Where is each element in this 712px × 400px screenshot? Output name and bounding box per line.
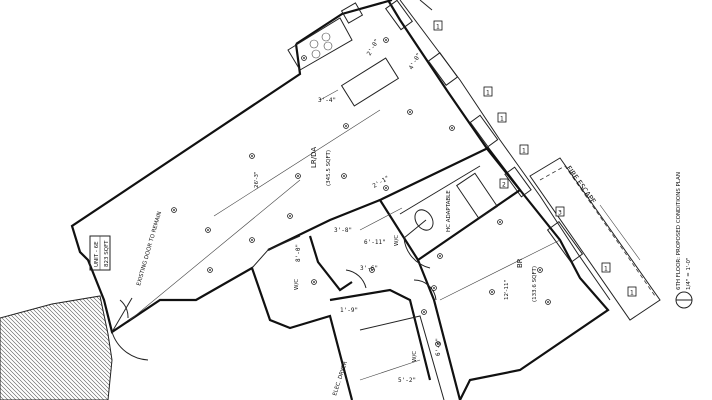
room-br-area: (133.6 SQFT)	[532, 266, 538, 302]
room-wc2-name: W/C	[294, 279, 300, 290]
unit-box: UNIT - 6E 823 SQFT	[89, 235, 111, 271]
dimension-labels: 2'-0" 4'-0" 3'-4" 3'-8" 6'-11" 2'-1" 1'-…	[295, 38, 442, 384]
light-fixture-dot	[385, 39, 387, 41]
light-fixture-dot	[499, 221, 501, 223]
door-swings	[111, 219, 437, 361]
window-tag-box	[483, 86, 493, 97]
window-tag-label: 1	[436, 24, 440, 31]
light-fixture-dot	[297, 175, 299, 177]
fire-escape	[529, 157, 661, 321]
room-wc3-name: W/C	[412, 351, 418, 362]
window-tag-box	[627, 286, 637, 297]
light-fixture-dot	[539, 269, 541, 271]
dim-label: 2'-0"	[366, 38, 381, 57]
window-tag-label: 2	[502, 182, 506, 189]
light-fixture-dot	[251, 239, 253, 241]
window-tag-box	[519, 144, 529, 155]
room-lrda-dim: 26'-3"	[254, 171, 260, 188]
dim-label: 3'-8"	[334, 227, 352, 234]
window-tag-label: 1	[500, 116, 504, 123]
light-fixture-dot	[451, 127, 453, 129]
kitchen-island	[340, 57, 400, 107]
light-fixture-dot	[385, 187, 387, 189]
light-fixture-dot	[433, 287, 435, 289]
dim-label: 3'-4"	[318, 97, 336, 104]
room-wc1-name: W/C	[394, 235, 400, 246]
outer-wall	[70, 0, 610, 400]
kitchen-counter	[287, 2, 364, 71]
window-tag-label: 1	[604, 266, 608, 273]
facade-wall	[399, 0, 611, 301]
light-fixture-dot	[439, 255, 441, 257]
light-fixture-dot	[209, 269, 211, 271]
title-block: 6TH FLOOR: PROPOSED CONDITIONS PLAN 1/4"…	[675, 172, 693, 309]
window-tag-box	[497, 112, 507, 123]
light-fixture-dot	[491, 291, 493, 293]
light-fixture-dot	[207, 229, 209, 231]
window-tag-label: 1	[522, 148, 526, 155]
unit-area: 823 SQFT	[104, 240, 110, 267]
unit-number: UNIT - 6E	[94, 241, 100, 267]
dim-label: 4'-0"	[408, 52, 423, 71]
light-fixture-dot	[251, 155, 253, 157]
light-fixture-dot	[343, 175, 345, 177]
light-fixture-dot	[303, 57, 305, 59]
fire-escape-label: FIRE ESCAPE	[564, 164, 597, 205]
window-tag-label: 3	[558, 210, 562, 217]
dim-label: 8'-0"	[295, 244, 302, 262]
bathroom-walls	[378, 146, 522, 262]
interior-partitions	[251, 198, 462, 400]
light-fixture-dot	[409, 111, 411, 113]
window-tags: 1 1 1 1 2 3 1 1	[433, 20, 637, 297]
room-lrda-name: LR/DA	[310, 147, 318, 168]
dim-label: 6'-3"	[435, 338, 442, 356]
light-fixture-dot	[423, 311, 425, 313]
facade-windows	[384, 0, 584, 263]
north-tick	[419, 0, 433, 11]
light-fixture-dot	[313, 281, 315, 283]
dim-label: 1'-9"	[340, 307, 358, 314]
dim-label: 6'-11"	[364, 239, 386, 246]
light-fixture-dot	[547, 301, 549, 303]
dim-label: 3'-6"	[360, 265, 378, 272]
window-tag-box	[499, 178, 509, 189]
light-fixture-dot	[345, 125, 347, 127]
window-tag-box	[555, 206, 565, 217]
room-br-name: BR	[516, 258, 524, 268]
drawing-title: 6TH FLOOR: PROPOSED CONDITIONS PLAN	[676, 172, 682, 290]
room-bath-name: HC ADAPTABLE	[446, 190, 452, 232]
room-lrda-area: (345.5 SQFT)	[326, 150, 332, 186]
light-fixture-dot	[437, 343, 439, 345]
window-tag-box	[601, 262, 611, 273]
drawing-scale: 1/4" = 1'-0"	[686, 257, 692, 290]
light-fixture-dot	[289, 215, 291, 217]
room-br-dim: 12'-11"	[504, 280, 510, 300]
window-tag-box	[433, 20, 443, 31]
light-fixtures	[171, 37, 551, 347]
dimension-lines	[129, 89, 561, 381]
light-fixture-dot	[173, 209, 175, 211]
existing-door-note: EXISTING DOOR TO REMAIN	[136, 211, 163, 287]
dim-label: 5'-2"	[398, 377, 416, 384]
window-tag-label: 1	[630, 290, 634, 297]
corridor-hatch	[0, 295, 113, 400]
window-tag-label: 1	[486, 90, 490, 97]
light-fixture-dot	[371, 269, 373, 271]
